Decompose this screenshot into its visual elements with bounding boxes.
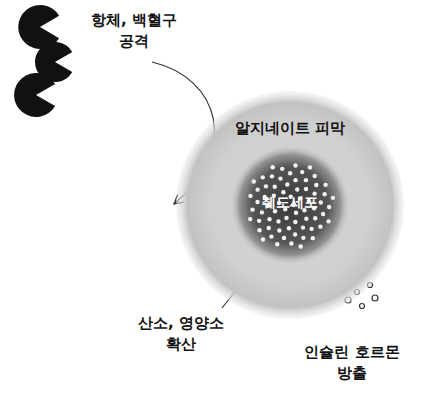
islet-cell	[293, 220, 297, 224]
capsule-circle: 알지네이트 피막췌도세포	[175, 90, 405, 320]
islet-cell	[250, 207, 254, 211]
islet-cell	[318, 224, 322, 228]
islet-cell	[261, 175, 265, 179]
antibody-symbols	[14, 5, 72, 117]
islet-cell	[309, 227, 313, 231]
islet-cell	[300, 170, 304, 174]
islet-cell	[270, 174, 274, 178]
islet-cell	[294, 211, 298, 215]
islet-cell	[255, 200, 259, 204]
islet-cell	[280, 167, 284, 171]
islet-cell	[308, 165, 312, 169]
islet-cell	[293, 232, 297, 236]
islet-cell	[301, 225, 305, 229]
islet-cell	[277, 228, 281, 232]
islet-cell	[293, 178, 297, 182]
insulin-dot	[372, 295, 378, 301]
islet-cell	[271, 165, 275, 169]
islet-cell	[321, 212, 325, 216]
islet-cell	[257, 228, 261, 232]
islet-core	[231, 146, 349, 264]
islet-cell	[267, 226, 271, 230]
islet-cell	[261, 237, 265, 241]
release-label: 인슐린 호르몬 방출	[296, 342, 408, 384]
islet-cell	[252, 179, 256, 183]
islet-cell	[301, 236, 305, 240]
islet-cell	[299, 244, 303, 248]
islet-cell	[275, 242, 279, 246]
islet-cell	[304, 178, 308, 182]
islet-cell	[248, 217, 252, 221]
islet-cell	[273, 185, 277, 189]
islet-cell	[255, 187, 259, 191]
capsule-title: 알지네이트 피막	[205, 118, 375, 138]
islet-cell	[326, 219, 330, 223]
islet-cell	[264, 184, 268, 188]
islet-cell	[276, 219, 280, 223]
islet-cell	[278, 176, 282, 180]
islet-cell	[295, 187, 299, 191]
islet-cell	[248, 194, 252, 198]
diffusion-label: 산소, 영양소 확산	[133, 313, 229, 355]
capsule-circle	[176, 91, 404, 319]
islet-cell	[287, 226, 291, 230]
islet-cell	[285, 182, 289, 186]
islet-cell	[289, 241, 293, 245]
islet-cell	[311, 236, 315, 240]
islet-cell	[331, 196, 335, 200]
islet-cell	[327, 205, 331, 209]
islet-cell	[288, 171, 292, 175]
islet-cell	[281, 190, 285, 194]
islet-cell	[257, 219, 261, 223]
islet-cell	[304, 187, 308, 191]
islet-cell	[322, 192, 326, 196]
islet-cell	[312, 174, 316, 178]
islet-cell	[260, 210, 264, 214]
islet-cell	[282, 236, 286, 240]
antibody-symbol	[14, 73, 55, 117]
islet-cell	[284, 216, 288, 220]
islet-cell	[267, 217, 271, 221]
islet-cell	[323, 183, 327, 187]
insulin-dot	[360, 304, 365, 309]
islet-core: 췌도세포	[230, 145, 350, 265]
islet-cell	[269, 234, 273, 238]
islet-cell	[293, 163, 297, 167]
islet-cell	[313, 216, 317, 220]
core-label: 췌도세포	[240, 193, 340, 212]
attack-label: 항체, 백혈구 공격	[86, 10, 182, 52]
islet-cell	[314, 183, 318, 187]
islet-cell	[319, 200, 323, 204]
islet-cell	[304, 217, 308, 221]
